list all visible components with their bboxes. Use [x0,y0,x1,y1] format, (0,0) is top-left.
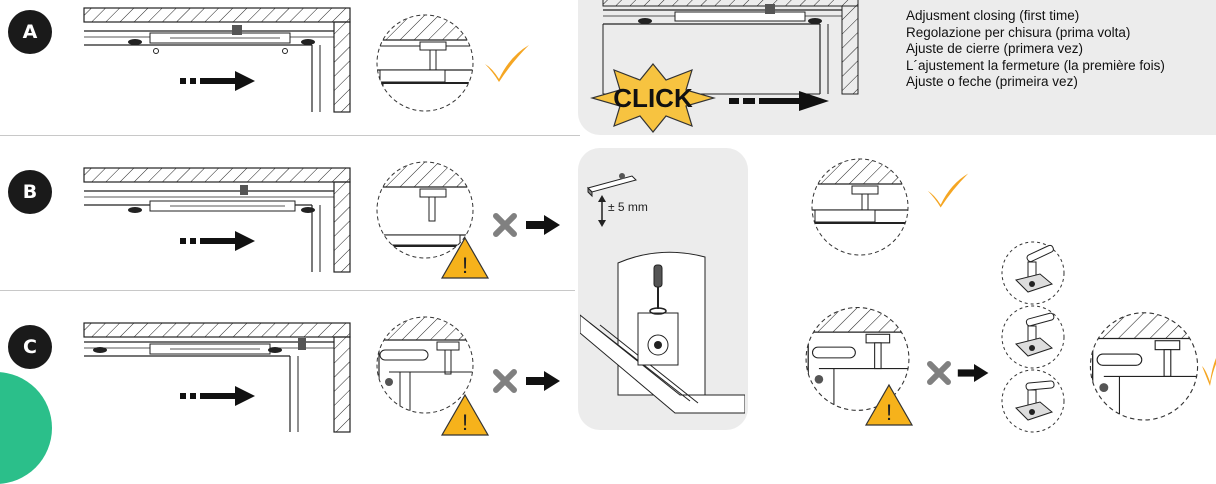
svg-text:!: ! [886,400,892,425]
door-diagram-a [83,7,351,113]
svg-text:CLICK: CLICK [613,83,693,113]
step-marker-a: A [8,10,52,54]
arrow-right-icon [957,364,989,382]
instruction-line: Regolazione per chisura (prima volta) [906,24,1131,40]
instruction-line: Ajuste de cierre (primera vez) [906,41,1084,56]
arrow-right-icon [180,71,255,91]
click-door-diagram [602,0,859,111]
door-diagram-c [83,322,351,433]
cross-icon [927,361,951,385]
row-divider-top [0,135,580,136]
adjustment-range-label: ± 5 mm [608,200,648,214]
roller-assembly-diagram [580,251,745,414]
check-icon [927,173,969,208]
detail-circle-correct [811,158,909,256]
arrow-right-icon [729,91,829,111]
detail-circle-final [1089,312,1199,421]
arrow-right-icon [180,386,255,406]
svg-text:!: ! [462,410,468,435]
cross-icon [493,213,517,237]
instruction-line: Adjusment closing (first time) [906,8,1080,23]
detail-circle-incorrect [805,306,910,411]
warning-icon: ! [864,383,914,426]
click-burst-icon: CLICK [590,63,716,133]
row-divider-bottom [0,290,575,291]
green-accent-shape [0,372,52,484]
step-marker-c: C [8,325,52,369]
detail-circle-b [376,161,474,259]
step-marker-b: B [8,170,52,214]
warning-icon: ! [440,236,490,279]
instruction-line: Ajuste o feche (primeira vez) [906,74,1078,89]
arrow-right-icon [180,231,255,251]
hanger-bracket-diagram [587,173,637,227]
detail-circle-a [376,14,474,112]
door-diagram-b [83,167,351,273]
screwdriver-icon [653,264,663,309]
check-icon [1202,358,1216,386]
tool-step-circle-3 [1001,369,1065,433]
cross-icon [493,369,517,393]
svg-text:!: ! [462,253,468,278]
check-icon [485,45,529,82]
warning-icon: ! [440,393,490,436]
instruction-text-block: Adjusment closing (first time) Regolazio… [906,8,1165,91]
arrow-updown-icon [598,195,606,227]
arrow-right-icon [526,215,560,235]
arrow-right-icon [526,371,560,391]
tool-step-circle-1 [1001,241,1065,305]
instruction-line: L´ajustement la fermeture (la première f… [906,57,1165,73]
detail-circle-c [376,316,474,414]
tool-step-circle-2 [1001,305,1065,369]
